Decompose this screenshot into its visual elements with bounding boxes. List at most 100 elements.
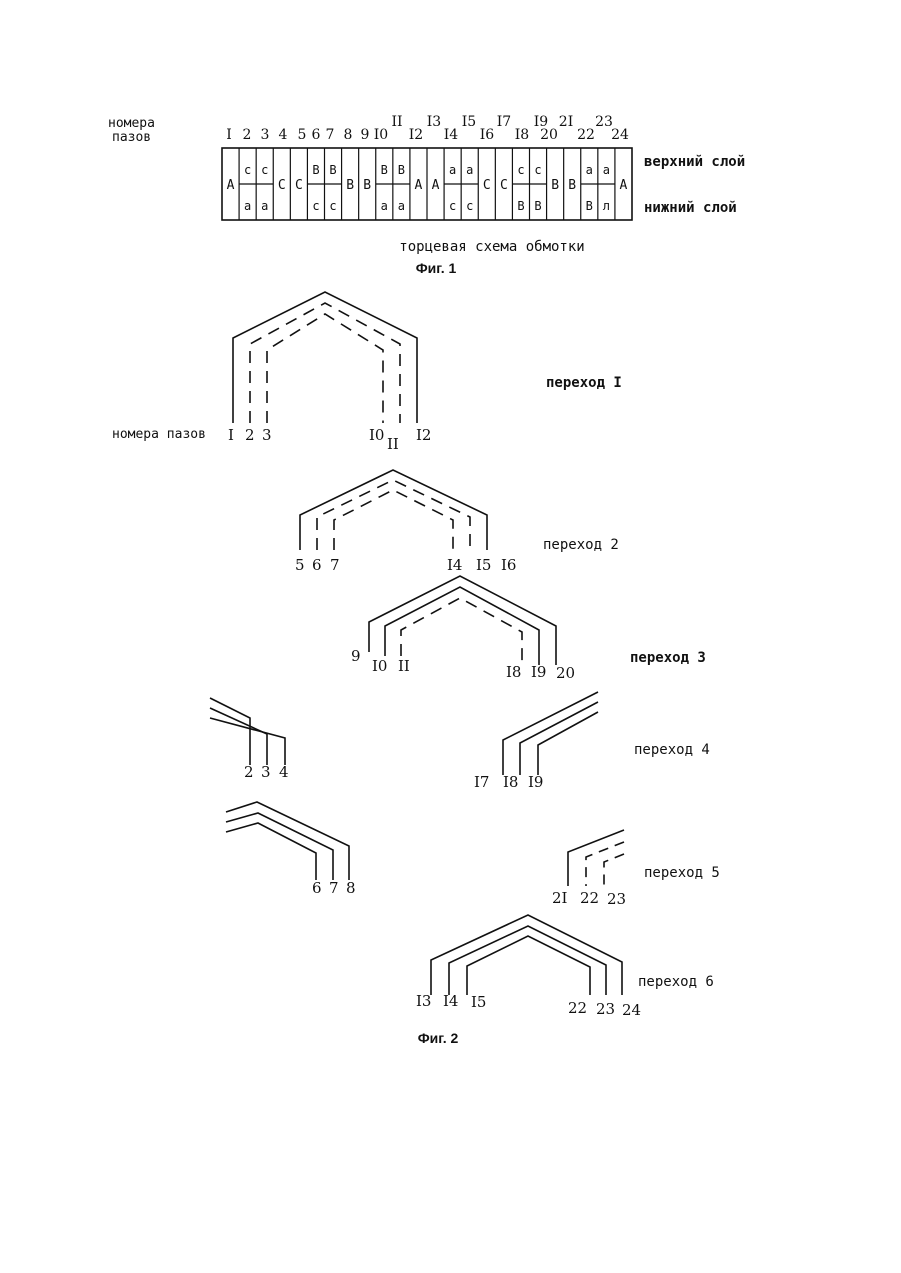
slot-number: 23 — [596, 1000, 615, 1018]
slot-number: I0 — [372, 657, 387, 675]
slot-number: I4 — [447, 556, 462, 574]
coil-inner — [267, 314, 383, 423]
slot-number: II — [391, 114, 402, 130]
slot-number: 8 — [346, 879, 356, 897]
slot-number: I2 — [416, 426, 431, 444]
cell-letter: a — [398, 199, 405, 213]
slot-number: 9 — [361, 127, 370, 143]
coil-middle — [317, 480, 470, 550]
cell-letter: a — [244, 199, 251, 213]
cell-letter: a — [466, 163, 473, 177]
slot-number: 22 — [568, 999, 587, 1017]
cell-letter: B — [568, 178, 576, 193]
cell-letter: B — [517, 199, 524, 213]
slot-number: I — [228, 426, 234, 444]
transition-label: переход 2 — [543, 537, 619, 553]
slot-number: 3 — [261, 763, 271, 781]
fig1-subtitle: торцевая схема обмотки — [399, 239, 584, 255]
coil-middle — [250, 303, 400, 423]
slot-number: I8 — [506, 663, 521, 681]
slot-number: I5 — [471, 993, 486, 1011]
fig1-caption: Фиг. 1 — [416, 260, 457, 276]
cell-letter: A — [415, 178, 423, 193]
slot-number: 8 — [344, 127, 353, 143]
slot-number: 2 — [244, 763, 254, 781]
slot-number: 2 — [245, 426, 255, 444]
slot-number: I7 — [474, 773, 489, 791]
cell-letter: c — [261, 163, 268, 177]
slot-number: II — [398, 657, 410, 675]
coil-outer — [233, 292, 417, 423]
slot-number: 9 — [351, 647, 361, 665]
cell-letter: a — [381, 199, 388, 213]
cell-letter: c — [312, 199, 319, 213]
transition-2: 5 6 7 I4 I5 I6 переход 2 — [295, 470, 619, 574]
cell-letter: c — [466, 199, 473, 213]
coil-outer — [300, 470, 487, 550]
slot-number: I5 — [462, 114, 476, 130]
cell-letter: a — [586, 163, 593, 177]
slot-number: I8 — [503, 773, 518, 791]
cell-letter: C — [483, 178, 491, 193]
cell-letter: c — [534, 163, 541, 177]
slot-number: 20 — [540, 127, 558, 143]
upper-layer-label: верхний слой — [644, 154, 745, 170]
slot-number: 6 — [312, 556, 322, 574]
coil-right-1 — [503, 692, 598, 775]
cell-letter: c — [329, 199, 336, 213]
slot-numbers-label-line1: номера — [108, 116, 155, 131]
lower-layer-label: нижний слой — [644, 200, 737, 216]
coil-right-2 — [520, 702, 598, 775]
transition-6: I3 I4 I5 22 23 24 переход 6 — [416, 915, 714, 1019]
slot-number: 7 — [326, 127, 335, 143]
coil-left-1 — [226, 802, 349, 880]
slot-number: I9 — [528, 773, 543, 791]
coil-right-3 — [604, 854, 624, 886]
slot-number: I6 — [501, 556, 516, 574]
cell-letter: B — [534, 199, 541, 213]
slot-number: I3 — [427, 114, 441, 130]
cell-letter: A — [432, 178, 440, 193]
slot-number: I7 — [497, 114, 511, 130]
cell-letter: C — [278, 178, 286, 193]
slot-number: 7 — [330, 556, 340, 574]
cell-letter: A — [227, 178, 235, 193]
coil-right-2 — [586, 842, 624, 886]
slot-number: 2 — [243, 127, 252, 143]
cell-letter: c — [449, 199, 456, 213]
cell-letter: B — [381, 163, 388, 177]
slot-number: I5 — [476, 556, 491, 574]
slot-number: I4 — [444, 127, 459, 143]
slot-number: I8 — [515, 127, 529, 143]
coil-left-3 — [226, 823, 316, 880]
cell-letter: c — [517, 163, 524, 177]
slot-numbers-label: номера пазов — [112, 427, 206, 442]
slot-number: 2I — [559, 114, 573, 130]
slot-number: 22 — [577, 127, 595, 143]
fig2-caption: Фиг. 2 — [418, 1030, 459, 1046]
cell-letter: B — [551, 178, 559, 193]
transition-4: 2 3 4 I7 I8 I9 переход 4 — [210, 692, 710, 791]
coil-left-1 — [210, 698, 250, 765]
coil-inner — [467, 936, 590, 995]
transition-1: номера пазов I 2 3 I0 II I2 переход I — [112, 292, 622, 453]
coil-left-2 — [226, 813, 333, 880]
cell-letter: B — [346, 178, 354, 193]
slot-layer-table: AcacaCCBcBcBBBaBaAAacacCCcBcBBBaBaлA — [222, 148, 632, 220]
slot-number: 22 — [580, 889, 599, 907]
coil-middle — [385, 587, 539, 665]
slot-number: 7 — [329, 879, 339, 897]
slot-number: I0 — [369, 426, 384, 444]
slot-number: 23 — [607, 890, 626, 908]
slot-number: 2I — [552, 889, 568, 907]
cell-letter: c — [244, 163, 251, 177]
slot-number: 4 — [279, 127, 288, 143]
slot-numbers-label-line2: пазов — [112, 130, 151, 145]
cell-letter: B — [398, 163, 405, 177]
fig1-slot-numbers: I23456789I0III2I3I4I5I6I7I8I9202I222324 — [226, 114, 629, 143]
slot-number: 5 — [295, 556, 305, 574]
coil-inner — [334, 490, 453, 550]
slot-number: I4 — [443, 992, 458, 1010]
